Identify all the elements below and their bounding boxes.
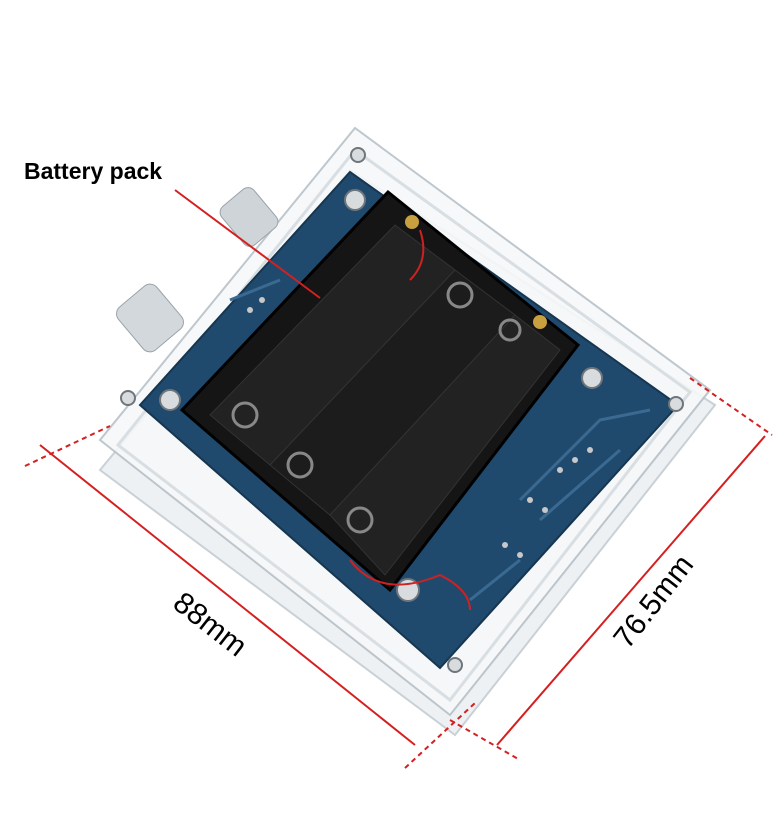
battery-pack-label: Battery pack [24, 158, 163, 184]
battery-holder [179, 189, 581, 611]
pcb-pads [247, 297, 593, 558]
dimension-lines [24, 189, 773, 769]
knobs [116, 187, 279, 353]
screws [120, 147, 684, 673]
height-dimension-line [496, 435, 766, 746]
pcb-traces [229, 278, 651, 602]
battery-pack-leader-line [174, 189, 321, 299]
width-dimension-line [39, 444, 416, 746]
